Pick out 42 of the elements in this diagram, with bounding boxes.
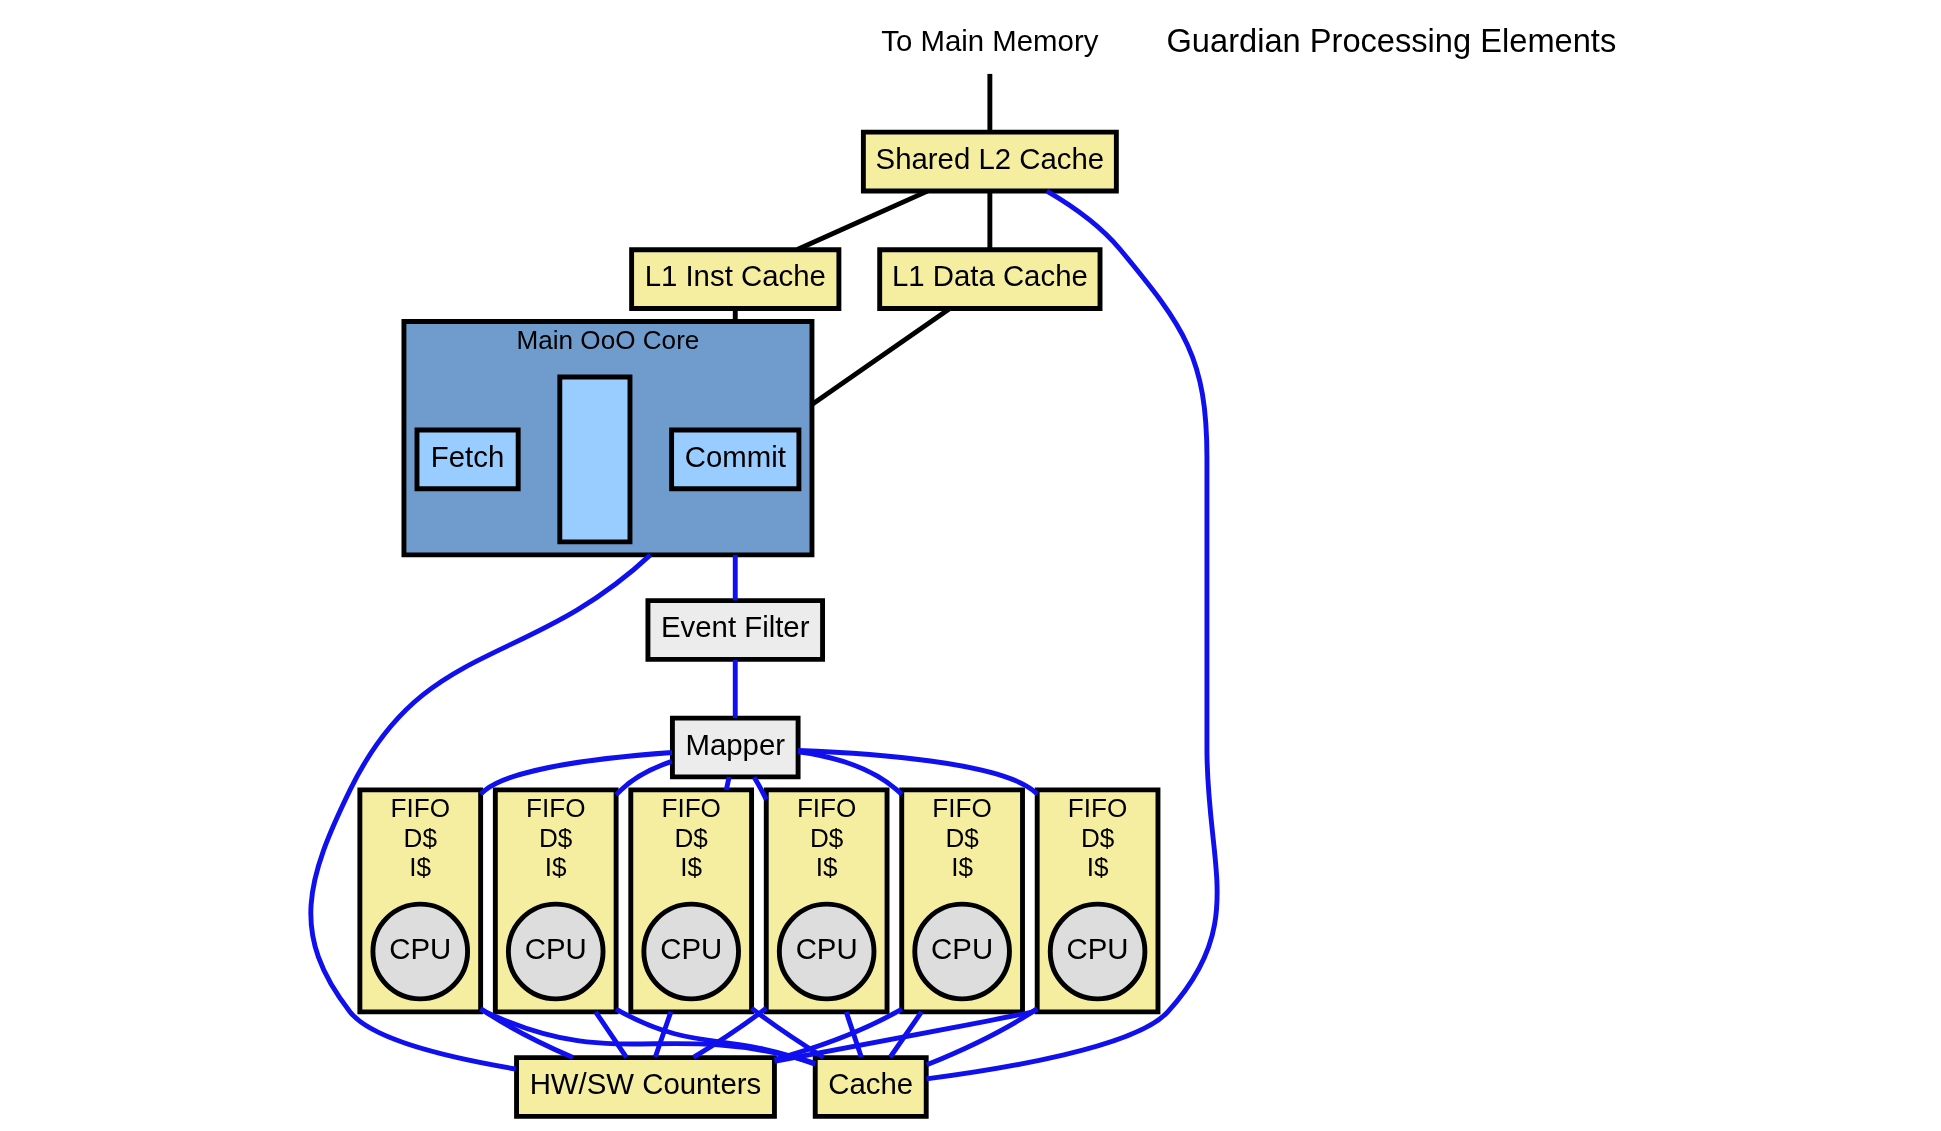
connector xyxy=(723,776,732,791)
node-circle: CPU xyxy=(1047,901,1148,1002)
node-box: Fetch xyxy=(414,427,521,492)
connector xyxy=(479,1007,816,1066)
node-text: To Main Memory xyxy=(881,24,1099,58)
connector xyxy=(926,188,1220,1082)
node-circle: CPU xyxy=(776,901,877,1002)
node-box: Mapper xyxy=(669,715,801,780)
connector xyxy=(653,1011,674,1058)
node-box: Shared L2 Cache xyxy=(860,129,1119,194)
connector xyxy=(732,659,738,718)
node-circle: CPU xyxy=(641,901,741,1002)
node-box: HW/SW Counters xyxy=(514,1055,777,1119)
connector xyxy=(843,1011,864,1059)
connector xyxy=(888,1010,924,1059)
connector xyxy=(750,1006,825,1060)
node-box: Cache xyxy=(812,1055,929,1119)
connector xyxy=(925,1006,1039,1068)
node-box: L1 Inst Cache xyxy=(629,247,842,311)
connector xyxy=(308,553,652,1072)
connector xyxy=(987,73,993,132)
node-circle: CPU xyxy=(370,901,471,1002)
node-box: Commit xyxy=(669,427,802,492)
connector xyxy=(479,750,673,796)
node-box xyxy=(557,374,633,545)
node-circle: CPU xyxy=(912,901,1012,1002)
connector xyxy=(692,1006,768,1060)
connector xyxy=(732,309,738,322)
connector xyxy=(752,776,769,801)
connector xyxy=(614,1006,816,1067)
connector xyxy=(593,1010,629,1059)
connector xyxy=(773,1006,903,1062)
connector xyxy=(614,759,673,797)
connector xyxy=(774,1007,1039,1064)
connector xyxy=(479,1006,574,1060)
label: Guardian Processing Elements xyxy=(1166,22,1617,60)
connector xyxy=(732,554,738,601)
node-box: Event Filter xyxy=(645,598,826,662)
node-circle: CPU xyxy=(505,901,606,1002)
connector xyxy=(987,191,993,250)
connector xyxy=(798,748,1039,796)
node-box: L1 Data Cache xyxy=(877,247,1103,311)
